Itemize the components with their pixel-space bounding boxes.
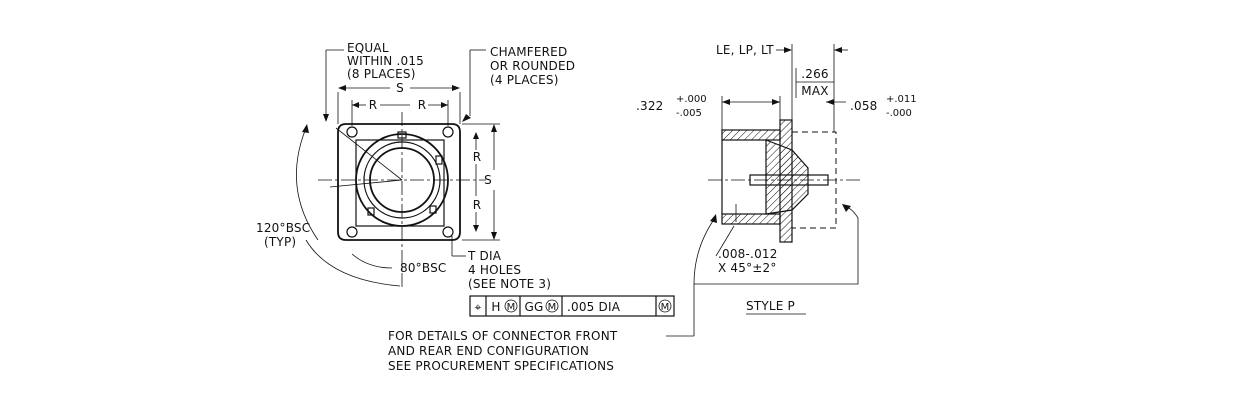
dim-058: .058 bbox=[850, 99, 878, 113]
dim-r-upper: R bbox=[473, 150, 482, 164]
datum-h: H bbox=[491, 300, 500, 314]
angle-120-lower-arc bbox=[305, 239, 401, 287]
details-note: FOR DETAILS OF CONNECTOR FRONT AND REAR … bbox=[388, 329, 618, 373]
arrowhead bbox=[323, 114, 329, 122]
mounting-hole-br bbox=[442, 226, 454, 238]
arrowhead bbox=[491, 232, 497, 240]
arrowhead bbox=[452, 85, 460, 91]
angle-120-typ: (TYP) bbox=[264, 235, 296, 249]
equal-note-line1: EQUAL bbox=[347, 41, 389, 55]
mounting-hole-bl bbox=[346, 226, 358, 238]
dim-266: .266 bbox=[801, 67, 829, 81]
chamfer-note-line3: (4 PLACES) bbox=[490, 73, 559, 87]
position-symbol: ⌖ bbox=[475, 300, 482, 314]
details-note-line2: AND REAR END CONFIGURATION bbox=[388, 344, 589, 358]
angle-80-arc bbox=[351, 253, 393, 269]
arrowhead bbox=[772, 99, 780, 105]
arrowhead bbox=[473, 225, 479, 232]
arrowhead bbox=[722, 99, 730, 105]
arrowhead bbox=[302, 124, 309, 133]
tolerance-value: .005 DIA bbox=[567, 300, 621, 314]
body-upper-wall bbox=[721, 129, 781, 141]
mmc-circle bbox=[658, 299, 672, 313]
details-note-line1: FOR DETAILS OF CONNECTOR FRONT bbox=[388, 329, 618, 343]
chamfer-note-line1: CHAMFERED bbox=[490, 45, 567, 59]
arrowhead bbox=[352, 102, 359, 108]
angle-120-label: 120°BSC bbox=[256, 221, 310, 235]
arrowhead bbox=[338, 85, 346, 91]
datum-gg: GG bbox=[525, 300, 544, 314]
dim-058-minus: -.000 bbox=[886, 108, 912, 119]
body-lower-wall bbox=[721, 213, 781, 225]
angle-80-label: 80°BSC bbox=[400, 261, 447, 275]
front-view: S R R S R R EQUAL WITHIN .015 (8 PLACES bbox=[256, 41, 675, 317]
frame-border bbox=[469, 295, 675, 317]
dim-r-right: R bbox=[418, 98, 427, 112]
arrowhead bbox=[441, 102, 448, 108]
dim-058-plus: +.011 bbox=[886, 94, 917, 105]
mmc-modifier-1: M bbox=[507, 302, 516, 313]
arrowhead bbox=[826, 99, 834, 105]
outer-shell-circle bbox=[355, 133, 449, 227]
chamfer-dim: .008-.012 bbox=[718, 247, 778, 261]
details-note-line3: SEE PROCUREMENT SPECIFICATIONS bbox=[388, 359, 614, 373]
arrowhead bbox=[462, 114, 471, 122]
mounting-hole-tl bbox=[346, 126, 358, 138]
leader-line bbox=[715, 225, 735, 257]
hole-note-line1: T DIA bbox=[467, 249, 502, 263]
dim-r-lower: R bbox=[473, 198, 482, 212]
dim-r-left: R bbox=[369, 98, 378, 112]
angle-ray-upper bbox=[335, 127, 403, 181]
insert-section bbox=[765, 139, 809, 215]
details-bracket bbox=[693, 205, 859, 285]
keyway-bottom-right bbox=[429, 205, 437, 214]
chamfer-note-line2: OR ROUNDED bbox=[490, 59, 575, 73]
mmc-circle bbox=[504, 299, 518, 313]
keyway-right bbox=[435, 155, 443, 165]
mmc-modifier-3: M bbox=[661, 302, 670, 313]
angle-ray bbox=[329, 179, 403, 188]
dim-322-minus: -.005 bbox=[676, 108, 702, 119]
style-p-label: STYLE P bbox=[746, 299, 795, 313]
hole-note-line2: 4 HOLES bbox=[468, 263, 521, 277]
tolerance-frame: ⌖ H M GG M .005 DIA M bbox=[469, 295, 675, 317]
arrowhead bbox=[784, 47, 792, 53]
arrowhead bbox=[491, 124, 497, 132]
dim-s-right: S bbox=[484, 173, 492, 187]
dim-322: .322 bbox=[636, 99, 664, 113]
mmc-circle bbox=[545, 299, 559, 313]
mounting-hole-tr bbox=[442, 126, 454, 138]
keyway-bottom-left bbox=[367, 207, 375, 216]
arrowhead bbox=[473, 132, 479, 139]
arrowhead bbox=[842, 204, 851, 212]
dim-s-top: S bbox=[396, 81, 404, 95]
chamfer-angle: X 45°±2° bbox=[718, 261, 777, 275]
arrowhead bbox=[710, 214, 717, 223]
side-view: LE, LP, LT .266 MAX .322 +.000 -.005 .05… bbox=[636, 43, 917, 337]
mmc-modifier-2: M bbox=[548, 302, 557, 313]
equal-note-line3: (8 PLACES) bbox=[347, 67, 416, 81]
dim-266-max: MAX bbox=[801, 84, 828, 98]
arrowhead bbox=[834, 47, 842, 53]
le-lp-lt-label: LE, LP, LT bbox=[716, 43, 774, 57]
angle-120-arc bbox=[296, 127, 319, 241]
hole-note-line3: (SEE NOTE 3) bbox=[468, 277, 551, 291]
equal-note-line2: WITHIN .015 bbox=[347, 54, 424, 68]
dim-322-plus: +.000 bbox=[676, 94, 707, 105]
